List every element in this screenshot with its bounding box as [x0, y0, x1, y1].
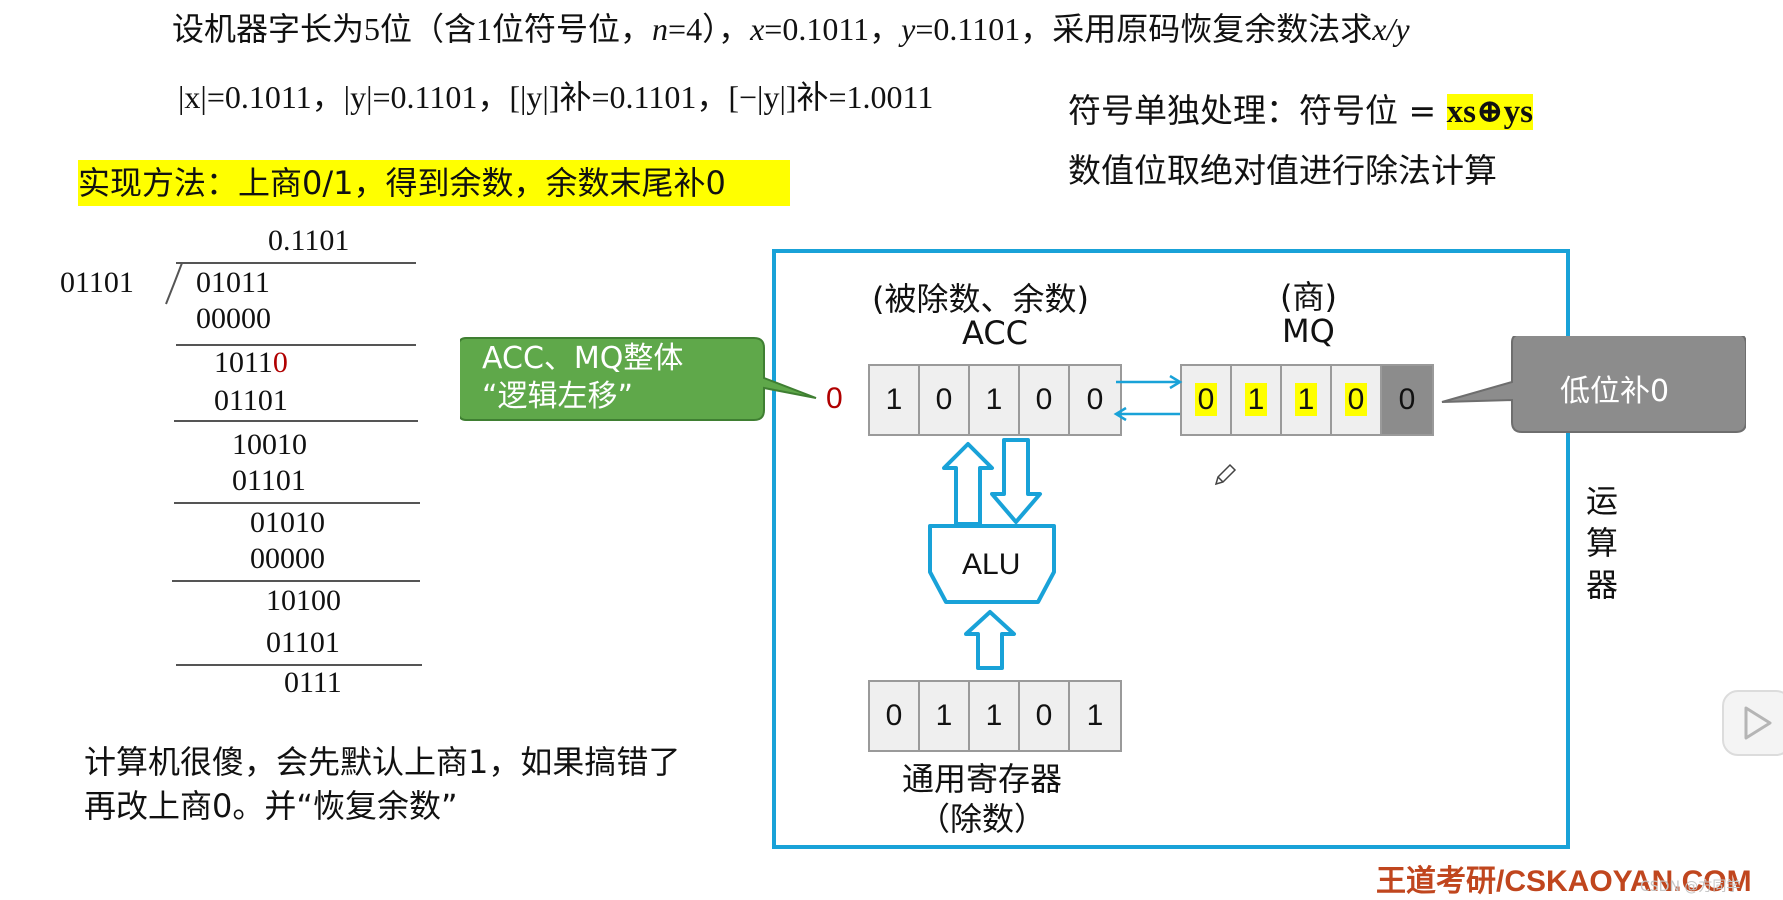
division-line — [174, 420, 418, 422]
gpr-bit: 1 — [920, 682, 970, 750]
var-y: y — [901, 11, 916, 47]
mq-bit-new: 0 — [1382, 366, 1432, 434]
pencil-cursor-icon — [1214, 463, 1237, 486]
problem-statement: 设机器字长为5位（含1位符号位，n=4），x=0.1011，y=0.1101，采… — [172, 4, 1410, 50]
callout-left-text: ACC、MQ整体 “逻辑左移” — [482, 341, 684, 414]
mq-bit-value: 1 — [1244, 383, 1268, 416]
var-xy: x/y — [1372, 11, 1410, 47]
division-row: 10100 — [266, 584, 341, 617]
division-line — [174, 502, 420, 504]
sign-note: 符号单独处理：符号位 = xs⊕ys — [1068, 84, 1533, 132]
quotient: 0.1101 — [268, 224, 350, 257]
acc-bit: 0 — [1086, 383, 1104, 416]
callout-left-shape — [460, 337, 817, 421]
problem-text: =0.1101，采用原码恢复余数法求 — [915, 11, 1373, 47]
division-row: 01101 — [266, 626, 340, 659]
division-bracket — [165, 262, 183, 305]
play-button[interactable] — [1722, 690, 1783, 756]
division-row: 10010 — [232, 428, 307, 461]
acc-register: 1 0 1 0 0 — [868, 364, 1122, 436]
alu-unit-label: 运算器 — [1586, 482, 1619, 604]
problem-text: =4）， — [668, 11, 751, 47]
play-icon — [1744, 706, 1772, 740]
division-row: 00000 — [196, 302, 271, 335]
callout-right-text: 低位补0 — [1560, 374, 1670, 409]
mq-bit-value: 0 — [1344, 383, 1368, 416]
abs-values: |x|=0.1011，|y|=0.1101，[|y|]补=0.1101，[−|y… — [178, 79, 934, 115]
division-line — [176, 344, 416, 346]
mq-bit-value: 1 — [1294, 383, 1318, 416]
acc-caption: (被除数、余数) — [872, 280, 1089, 318]
alu-label: ALU — [962, 548, 1021, 581]
division-row: 01101 — [214, 384, 288, 417]
acc-name: ACC — [962, 314, 1029, 352]
callout-right-shape — [1441, 336, 1746, 433]
gpr-bit: 1 — [1086, 699, 1104, 732]
var-n: n — [652, 11, 669, 47]
var-x: x — [750, 11, 765, 47]
division-row: 01010 — [250, 506, 325, 539]
gpr-bit: 1 — [970, 682, 1020, 750]
mq-bit: 1 — [1282, 366, 1332, 434]
acc-bit: 0 — [1020, 366, 1070, 434]
gpr-bit: 0 — [870, 682, 920, 750]
method-banner: 实现方法：上商0/1，得到余数，余数末尾补0 — [78, 160, 790, 206]
appended-zero: 0 — [272, 346, 288, 379]
acc-bit: 0 — [920, 366, 970, 434]
mq-bit-value: 0 — [1194, 383, 1218, 416]
gpr-caption: 通用寄存器 — [902, 760, 1063, 798]
mq-bit: 0 — [1182, 366, 1232, 434]
problem-text: 设机器字长为5位（含1位符号位， — [172, 11, 653, 47]
shifted-out-bit: 0 — [826, 382, 843, 415]
acc-bit: 1 — [870, 366, 920, 434]
divisor: 01101 — [60, 266, 134, 299]
gpr-register: 0 1 1 0 1 — [868, 680, 1122, 752]
mq-name: MQ — [1282, 312, 1335, 350]
mq-bit: 0 — [1332, 366, 1382, 434]
division-row: 10110 — [214, 346, 288, 380]
csdn-watermark: CSDN @方同学 — [1640, 879, 1741, 895]
gpr-sub: （除数） — [918, 800, 1047, 838]
problem-text: =0.1011， — [764, 11, 902, 47]
division-bar — [176, 262, 416, 264]
gpr-bit: 0 — [1020, 682, 1070, 750]
sign-note-text: 符号单独处理：符号位 = — [1068, 91, 1447, 130]
division-row: 01011 — [196, 266, 270, 299]
explanation-note: 计算机很傻，会先默认上商1，如果搞错了再改上商0。并“恢复余数” — [84, 743, 681, 825]
value-note: 数值位取绝对值进行除法计算 — [1068, 151, 1497, 190]
mq-caption: (商) — [1280, 278, 1337, 316]
division-line — [172, 580, 420, 582]
calculator-box — [772, 249, 1570, 849]
division-line — [176, 664, 422, 666]
division-row: 01101 — [232, 464, 306, 497]
sign-formula: xs⊕ys — [1446, 94, 1533, 130]
division-digits: 1011 — [214, 346, 273, 379]
division-row: 00000 — [250, 542, 325, 575]
remainder: 0111 — [284, 666, 342, 699]
acc-bit: 1 — [970, 366, 1020, 434]
brand-watermark: 王道考研/CSKAOYAN.COM — [1376, 865, 1752, 898]
mq-register: 0 1 1 0 0 — [1180, 364, 1434, 436]
mq-bit: 1 — [1232, 366, 1282, 434]
